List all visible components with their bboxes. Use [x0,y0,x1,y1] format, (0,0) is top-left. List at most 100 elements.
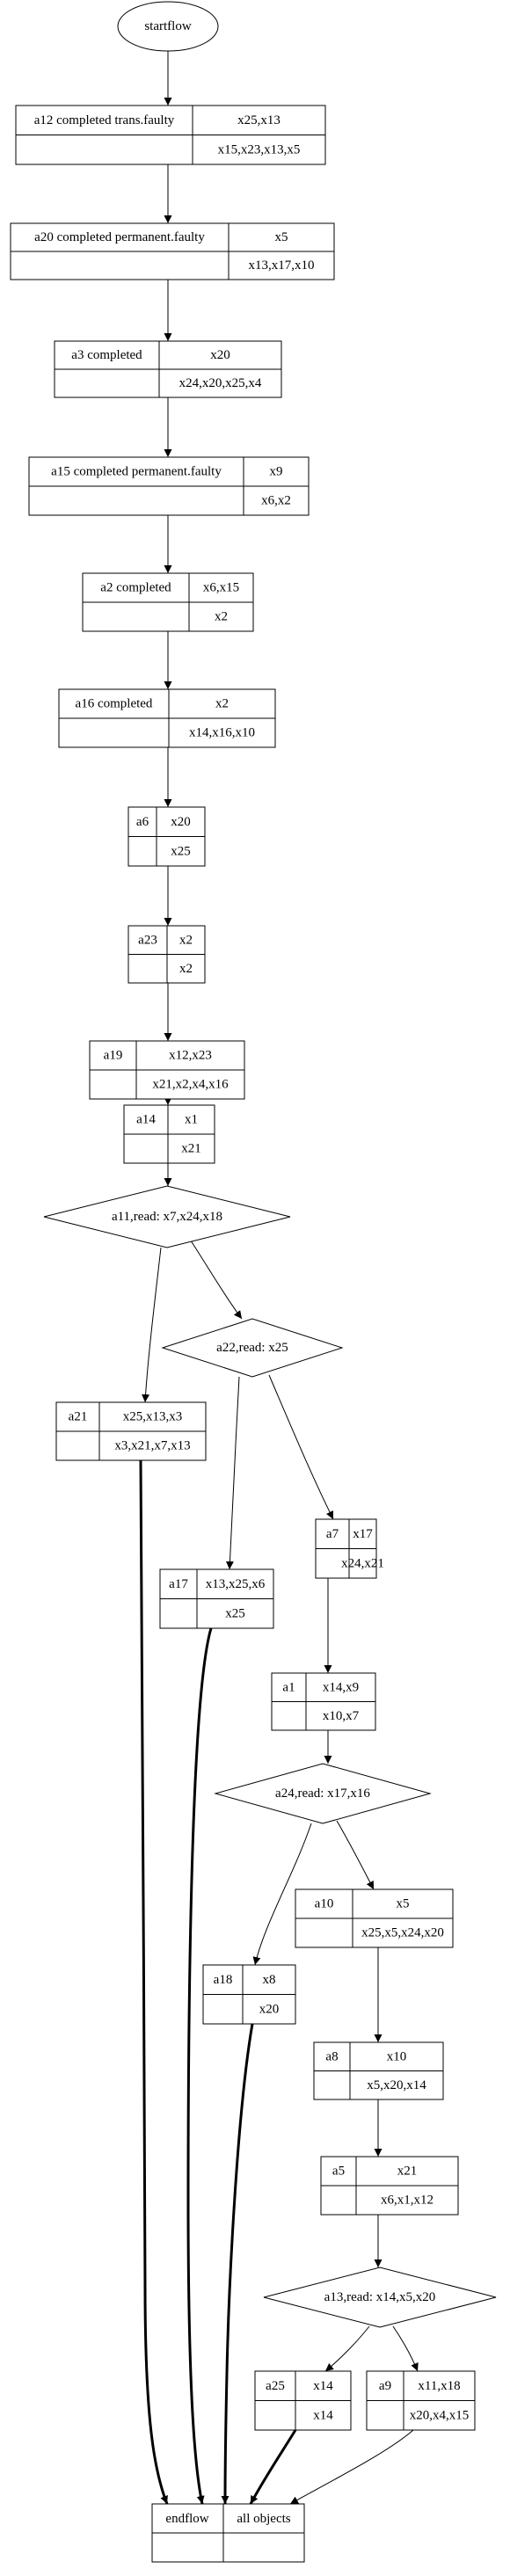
activity-a5: a5 x21 x6,x1,x12 [320,2156,459,2216]
activity-a19: a19 x12,x23 x21,x2,x4,x16 [89,1040,245,1100]
endflow-node: endflow all objects [151,2503,305,2563]
activity-writes: x2 [179,933,193,947]
activity-reads: x24,x21 [341,1556,384,1570]
activity-label: a21 [69,1410,88,1424]
activity-reads: x6,x1,x12 [381,2194,434,2208]
activity-reads: x2 [179,962,193,976]
decision-diamond [214,1763,432,1824]
activity-label: a16 completed [76,697,153,711]
activity-writes: x8 [263,1973,276,1987]
activity-label: a15 completed permanent.faulty [51,465,222,479]
flow-arrow [139,1459,169,2505]
all-objects-label: all objects [237,2512,290,2526]
activity-writes: x11,x18 [418,2379,460,2393]
activity-writes: x5 [275,230,288,244]
activity-a20: a20 completed permanent.faulty x5 x13,x17,… [10,222,335,280]
decision-a11: a11,read: x7,x24,x18 [43,1185,291,1248]
activity-label: a7 [326,1527,339,1541]
activity-label: a17 [169,1577,188,1591]
activity-a25: a25 x14 x14 [254,2370,352,2431]
flow-arrow [142,1247,162,1403]
activity-a17: a17 x13,x25,x6 x25 [159,1568,274,1629]
activity-a8: a8 x10 x5,x20,x14 [313,2041,444,2100]
activity-label: a23 [138,933,157,947]
activity-label: a25 [266,2379,285,2393]
activity-writes: x17 [353,1527,373,1541]
activity-reads: x3,x21,x7,x13 [114,1439,190,1453]
flow-arrow [221,2023,254,2505]
activity-reads: x14 [313,2408,333,2422]
decision-diamond [43,1185,291,1248]
activity-reads: x15,x23,x13,x5 [218,142,301,156]
flow-arrow [252,1823,312,1966]
activity-a12: a12 completed trans.faulty x25,x13 x15,x23… [15,105,326,165]
edges-layer [139,51,419,2505]
activity-writes: x9 [270,465,283,479]
activity-writes: x14 [313,2379,333,2393]
activity-writes: x20 [171,815,191,829]
activity-reads: x20,x4,x15 [410,2408,470,2422]
activity-writes: x2 [215,697,229,711]
flow-arrow [392,2325,419,2372]
activity-reads: x21,x2,x4,x16 [152,1078,229,1092]
activity-reads: x5,x20,x14 [367,2078,426,2092]
flow-arrow [336,1820,375,1890]
activity-writes: x6,x15 [203,581,239,595]
decision-diamond [161,1318,344,1378]
activity-a7: a7 x17 x24,x21 [315,1518,384,1579]
activity-writes: x25,x13 [237,113,280,127]
activity-writes: x10 [387,2049,407,2063]
activity-label: a14 [136,1113,156,1127]
flow-arrow [225,1376,240,1570]
decision-a13: a13,read: x14,x5,x20 [263,2267,497,2328]
flow-arrow [186,1234,243,1320]
startflow-node: startflow [117,1,219,52]
flow-arrow [268,1374,334,1520]
flow-arrow [324,2325,370,2372]
activity-writes: x5 [397,1897,410,1911]
activity-label: a8 [325,2049,338,2063]
flow-arrow [186,1627,213,2505]
activity-label: a3 completed [71,348,142,362]
activity-label: a6 [136,815,149,829]
activity-reads: x14,x16,x10 [189,726,255,740]
activity-writes: x12,x23 [169,1049,212,1063]
activity-reads: x25,x5,x24,x20 [361,1926,444,1940]
activity-writes: x25,x13,x3 [123,1410,183,1424]
activity-writes: x13,x25,x6 [206,1577,266,1591]
activity-label: a19 [104,1049,123,1063]
activity-a23: a23 x2 x2 [128,925,206,984]
decision-label: a11,read: x7,x24,x18 [112,1210,222,1224]
endflow-label: endflow [165,2512,208,2526]
activity-reads: x25 [225,1606,245,1620]
activity-writes: x1 [185,1113,198,1127]
activity-reads: x13,x17,x10 [249,258,315,273]
flow-arrow [289,2429,414,2505]
decision-label: a24,read: x17,x16 [275,1786,370,1801]
startflow-ellipse [117,1,219,52]
activity-reads: x20 [259,2002,280,2016]
activity-writes: x20 [210,348,230,362]
activity-label: a20 completed permanent.faulty [34,230,205,244]
decision-label: a13,read: x14,x5,x20 [324,2290,436,2304]
flow-arrow [249,2429,297,2505]
activity-label: a1 [282,1680,295,1694]
activity-label: a5 [332,2165,345,2179]
activity-label: a9 [379,2379,391,2393]
activity-label: a12 completed trans.faulty [34,113,175,127]
startflow-label: startflow [144,19,191,33]
activity-writes: x21 [397,2165,418,2179]
decision-a24: a24,read: x17,x16 [214,1763,432,1824]
activity-writes: x14,x9 [323,1680,359,1694]
decision-label: a22,read: x25 [216,1341,288,1355]
nodes-layer: startflow a12 completed trans.faulty x25,x… [10,1,497,2563]
decision-a22: a22,read: x25 [161,1318,344,1378]
